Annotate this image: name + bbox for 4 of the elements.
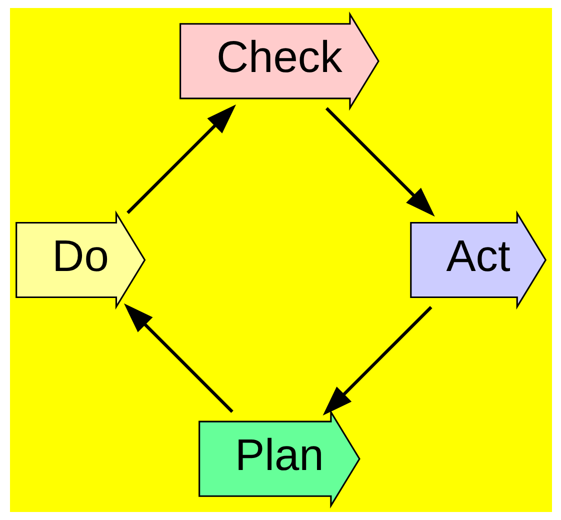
arrow: [322, 306, 432, 416]
arrow: [324, 107, 434, 217]
arrow: [123, 303, 233, 413]
arrow: [126, 104, 236, 214]
